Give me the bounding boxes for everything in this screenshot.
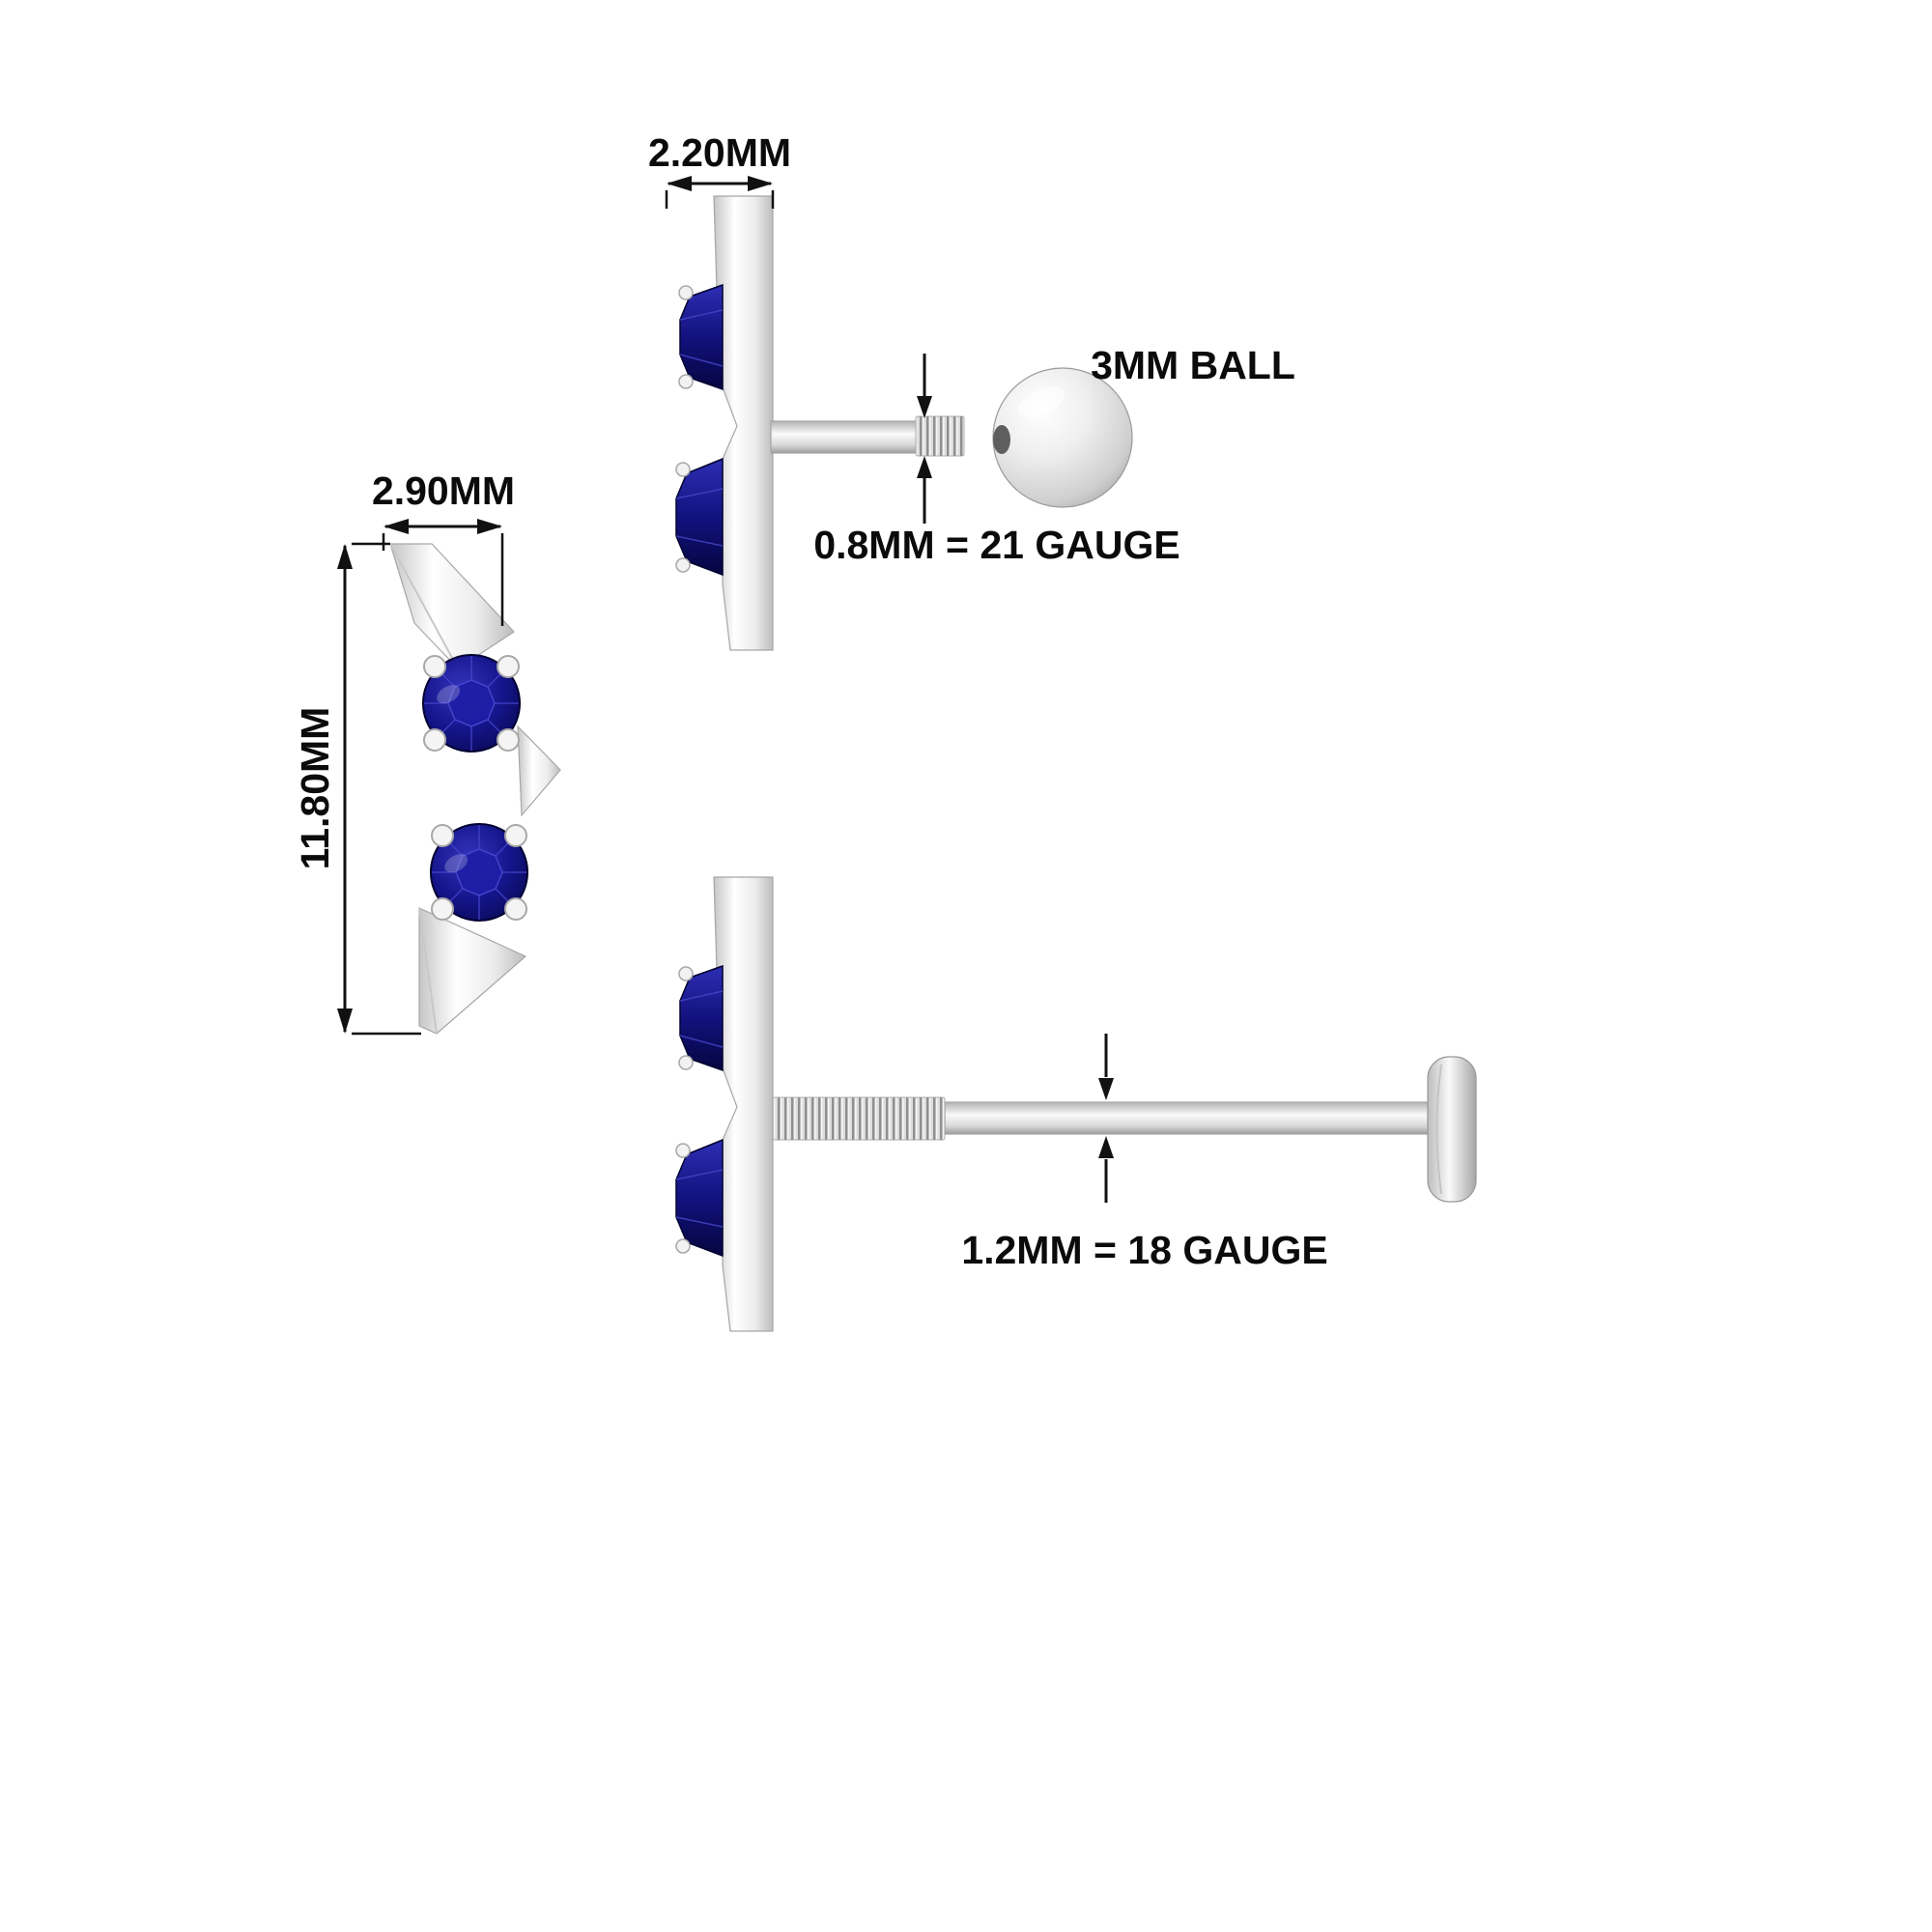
threaded-post <box>770 420 919 454</box>
dimension-ball-post-gauge: 0.8MM = 21 GAUGE <box>813 354 1180 567</box>
ball-size-label: 3MM BALL <box>1091 343 1295 387</box>
dimension-front-height: 11.80MM <box>293 542 421 1036</box>
side-top-width-label: 2.20MM <box>648 130 791 175</box>
labret-post-threads <box>772 1096 946 1141</box>
side-plate-with-gems <box>675 195 774 651</box>
front-bottom-blade <box>418 907 527 1035</box>
sapphire-gem-bottom <box>430 823 528 922</box>
ball-screw-back <box>992 367 1133 508</box>
sapphire-gem-top <box>422 654 521 753</box>
labret-flat-back <box>1427 1056 1477 1203</box>
side-plate-with-gems <box>675 876 774 1332</box>
dimension-side-top-width: 2.20MM <box>648 130 791 209</box>
post-threads <box>915 415 965 457</box>
front-width-label: 2.90MM <box>372 469 515 513</box>
ball-thread-hole <box>993 425 1010 454</box>
side-view-ball-back <box>675 195 1133 651</box>
dimension-front-width: 2.90MM <box>372 469 515 626</box>
side-view-flat-back <box>675 876 1477 1332</box>
front-center-wedge <box>517 724 561 817</box>
flat-post-gauge-label: 1.2MM = 18 GAUGE <box>961 1228 1327 1272</box>
labret-post <box>944 1101 1429 1135</box>
front-top-blade <box>389 543 515 669</box>
dimension-flat-post-gauge: 1.2MM = 18 GAUGE <box>961 1034 1328 1272</box>
front-view <box>389 543 561 1035</box>
front-height-label: 11.80MM <box>293 707 337 870</box>
ball-post-gauge-label: 0.8MM = 21 GAUGE <box>813 523 1179 567</box>
